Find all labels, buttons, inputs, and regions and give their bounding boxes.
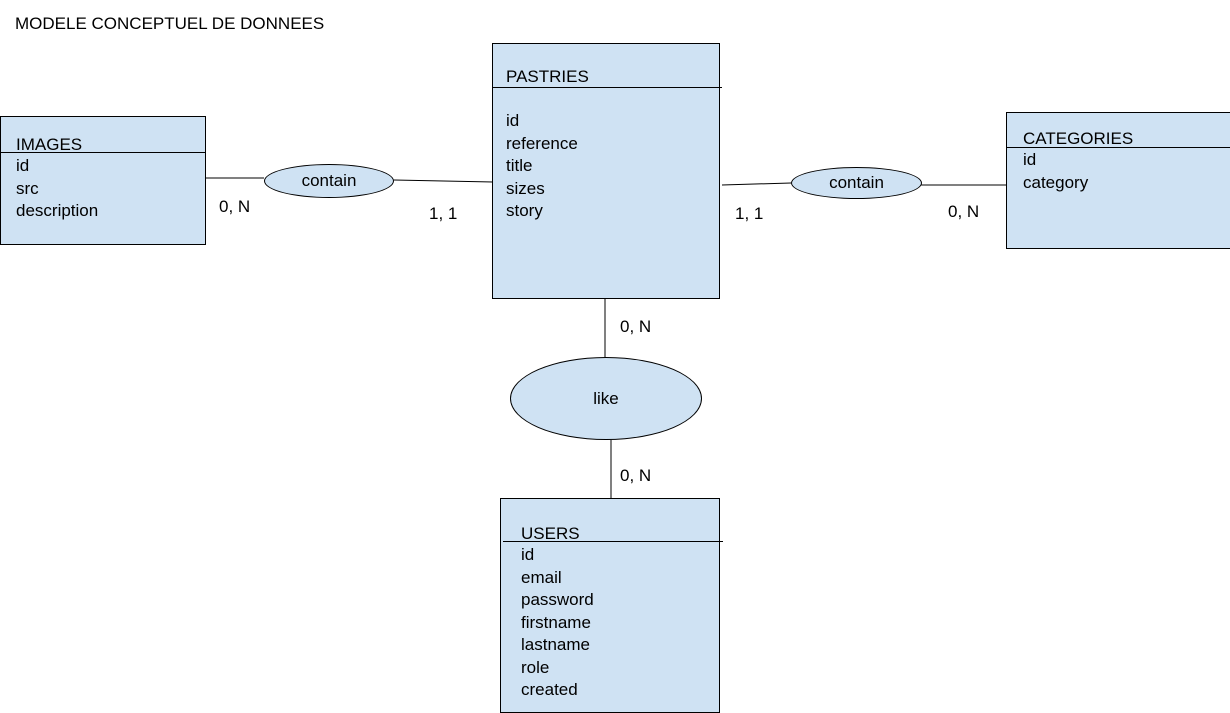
- attribute: story: [506, 201, 543, 220]
- entity-name: USERS: [521, 524, 580, 543]
- attribute-list: id category: [1023, 149, 1088, 194]
- entity-name: CATEGORIES: [1023, 129, 1134, 148]
- relation-pastries-categories: contain: [791, 167, 922, 199]
- header-divider: [1, 152, 205, 153]
- entity-users: USERS id email password firstname lastna…: [500, 498, 723, 713]
- attribute: title: [506, 156, 533, 175]
- header-divider: [493, 87, 722, 88]
- connector-pastries-contain: [721, 182, 792, 186]
- attribute: category: [1023, 172, 1089, 192]
- attribute-list: id email password firstname lastname rol…: [521, 544, 594, 702]
- attribute: sizes: [506, 178, 545, 198]
- diagram-title: MODELE CONCEPTUEL DE DONNEES: [15, 14, 325, 33]
- attribute: reference: [506, 133, 578, 153]
- attribute: password: [521, 590, 594, 609]
- cardinality-users-like: 0, N: [620, 466, 652, 485]
- attribute-list: id src description: [16, 155, 98, 223]
- attribute: id: [521, 545, 535, 564]
- attribute: description: [16, 201, 99, 220]
- cardinality-pastries-like: 0, N: [620, 317, 652, 336]
- cardinality-pastries-categories: 1, 1: [735, 204, 764, 223]
- entity-name: IMAGES: [16, 135, 83, 154]
- entity-categories: CATEGORIES id category: [1006, 112, 1230, 249]
- relation-images-pastries: contain: [264, 164, 394, 198]
- entity-images: IMAGES id src description: [0, 116, 206, 245]
- attribute: src: [16, 178, 39, 198]
- header-divider: [503, 541, 723, 542]
- cardinality-categories: 0, N: [948, 202, 980, 221]
- connector-contain-pastries: [393, 179, 494, 183]
- attribute: id: [1023, 150, 1037, 169]
- attribute-list: id reference title sizes story: [506, 110, 578, 223]
- relation-users-pastries: like: [510, 357, 702, 440]
- attribute: firstname: [521, 612, 591, 632]
- attribute: email: [521, 567, 562, 587]
- attribute: lastname: [521, 635, 590, 654]
- attribute: id: [16, 156, 30, 175]
- attribute: id: [506, 111, 520, 130]
- header-divider: [1007, 147, 1230, 148]
- entity-name: PASTRIES: [506, 67, 589, 86]
- cardinality-pastries-images: 1, 1: [429, 204, 458, 223]
- entity-pastries: PASTRIES id reference title sizes story: [492, 43, 722, 299]
- attribute: created: [521, 680, 578, 699]
- cardinality-images: 0, N: [219, 197, 251, 216]
- attribute: role: [521, 657, 550, 677]
